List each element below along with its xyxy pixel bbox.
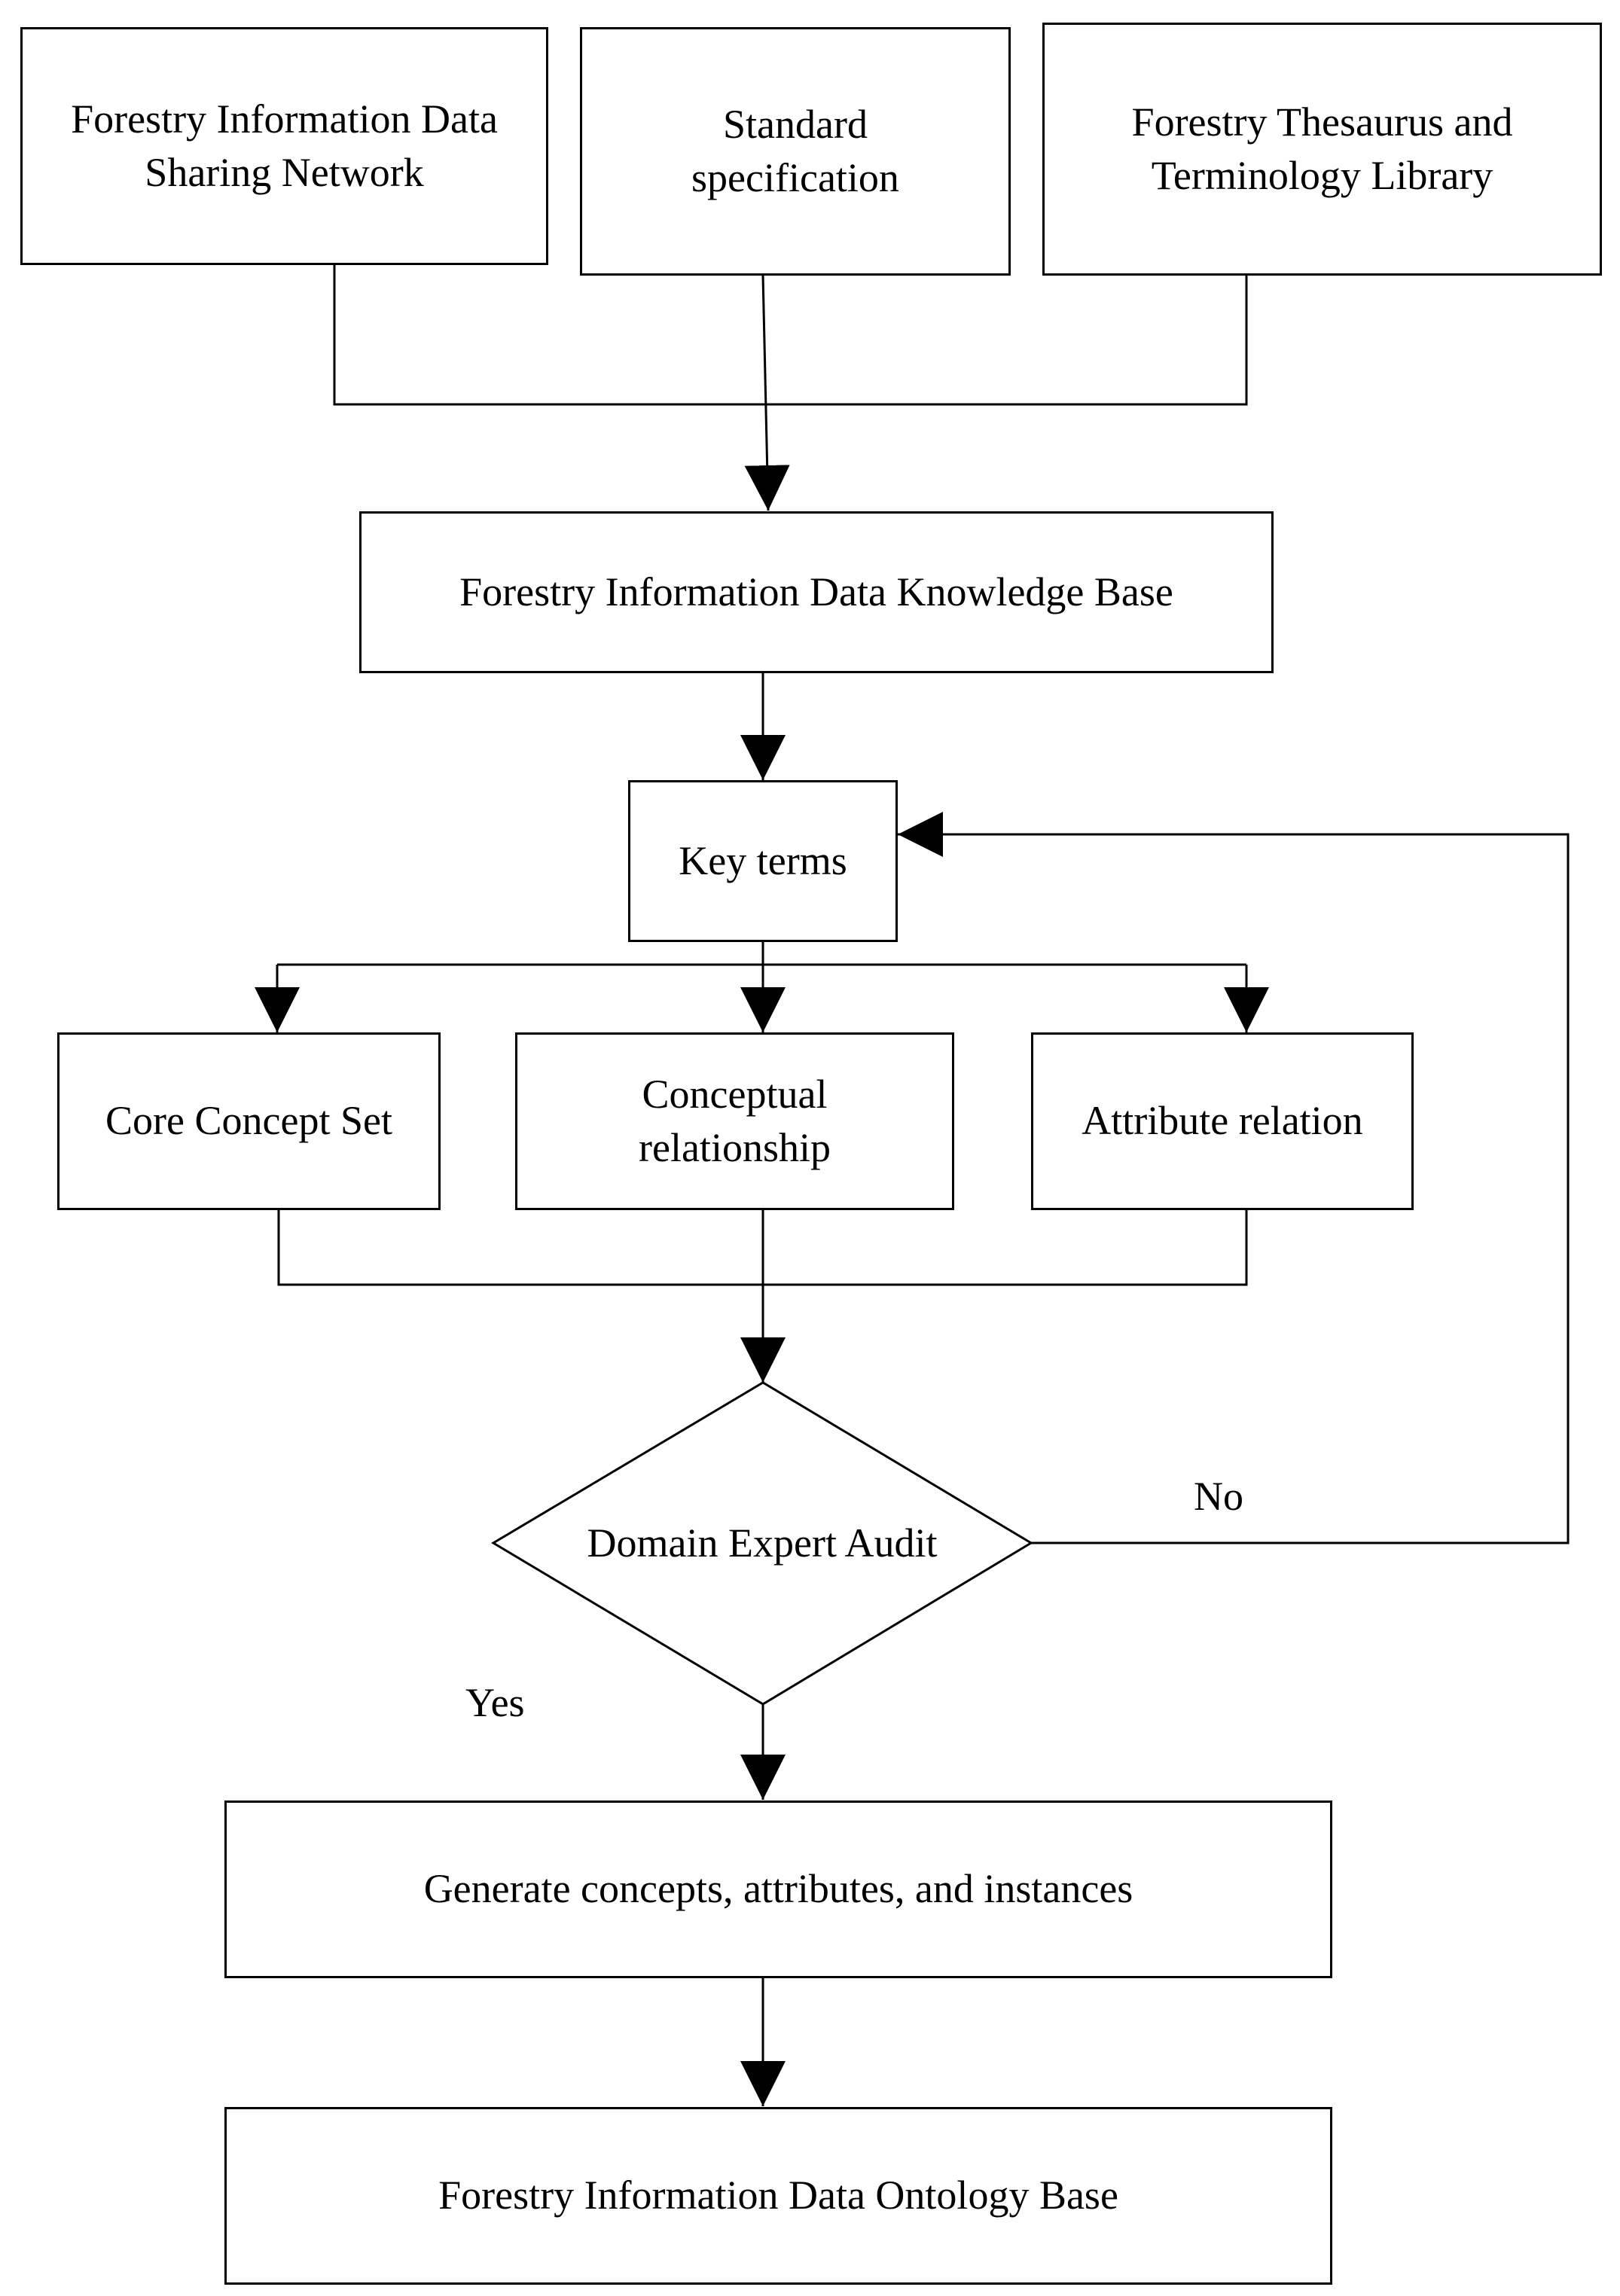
knowledge-base-box: Forestry Information Data Knowledge Base: [359, 511, 1274, 673]
standard-specification-label: Standard specification: [691, 101, 899, 200]
expert-audit-label-wrap: Domain Expert Audit: [493, 1499, 1031, 1587]
conceptual-relationship-box: Conceptual relationship: [515, 1032, 954, 1210]
knowledge-base-label: Forestry Information Data Knowledge Base: [459, 569, 1173, 614]
expert-audit-label: Domain Expert Audit: [587, 1520, 938, 1566]
sharing-network-box: Forestry Information Data Sharing Networ…: [20, 27, 548, 265]
key-terms-box: Key terms: [628, 780, 898, 942]
arrow-no-loop-to-key-terms: [898, 812, 1570, 1544]
connector-sharing-network: [333, 265, 763, 406]
standard-specification-box: Standard specification: [580, 27, 1011, 276]
generate-box: Generate concepts, attributes, and insta…: [224, 1801, 1332, 1978]
ontology-base-box: Forestry Information Data Ontology Base: [224, 2107, 1332, 2285]
connector-core-concept-merge: [277, 1210, 763, 1286]
ontology-base-label: Forestry Information Data Ontology Base: [438, 2173, 1118, 2218]
connector-attribute-merge: [763, 1210, 1248, 1286]
yes-branch-label: Yes: [465, 1680, 525, 1725]
attribute-relation-label: Attribute relation: [1082, 1098, 1363, 1144]
no-branch-label: No: [1194, 1474, 1243, 1519]
generate-label: Generate concepts, attributes, and insta…: [423, 1866, 1133, 1912]
sharing-network-label: Forestry Information Data Sharing Networ…: [71, 96, 498, 195]
key-terms-label: Key terms: [679, 837, 847, 883]
thesaurus-label: Forestry Thesaurus and Terminology Libra…: [1131, 99, 1513, 198]
thesaurus-box: Forestry Thesaurus and Terminology Libra…: [1042, 23, 1602, 276]
attribute-relation-box: Attribute relation: [1031, 1032, 1414, 1210]
arrow-standard-to-knowledge-base: [744, 275, 790, 511]
conceptual-relationship-label: Conceptual relationship: [639, 1071, 831, 1170]
core-concept-set-box: Core Concept Set: [57, 1032, 441, 1210]
core-concept-set-label: Core Concept Set: [105, 1098, 392, 1144]
connector-thesaurus: [763, 276, 1248, 406]
